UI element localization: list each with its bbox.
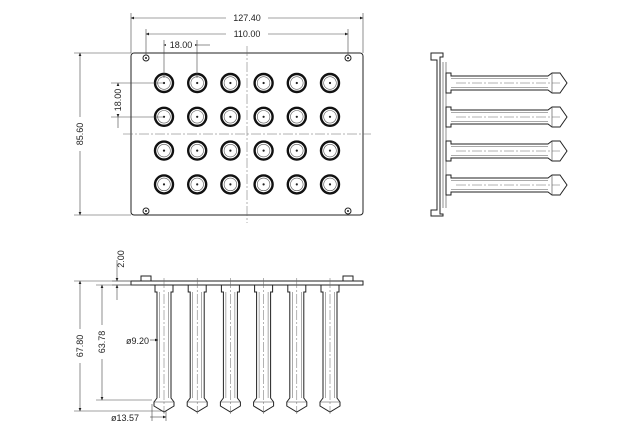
front-tube — [219, 278, 241, 414]
dim-outer-diameter: ø13.57 — [111, 404, 167, 423]
well — [220, 72, 241, 94]
plate-thickness-label: 2.00 — [116, 250, 126, 268]
well — [186, 140, 208, 161]
front-tube — [286, 278, 308, 414]
well — [253, 174, 274, 195]
front-tube — [153, 278, 175, 414]
tube-length-label: 63.78 — [97, 331, 107, 354]
overall-width-label: 127.40 — [233, 13, 261, 23]
front-tube — [186, 278, 208, 414]
outer-diameter-label: ø13.57 — [111, 413, 139, 423]
well — [220, 106, 241, 128]
side-tube — [445, 140, 568, 162]
side-tube — [445, 106, 568, 128]
dim-tube-length: 63.78 — [95, 284, 152, 401]
dim-overall-height: 85.60 — [73, 52, 131, 216]
side-plate — [430, 52, 444, 217]
front-tube — [253, 278, 275, 414]
well — [319, 72, 341, 94]
well — [186, 174, 208, 195]
dim-total-depth: 67.80 — [73, 280, 164, 412]
well — [319, 106, 341, 128]
side-tube — [445, 72, 568, 94]
well — [153, 140, 175, 161]
well-grid — [153, 72, 341, 195]
pitch-x-label: 18.00 — [170, 40, 193, 50]
front-plate — [130, 280, 364, 286]
side-tube — [445, 174, 568, 196]
dim-pitch-x: 18.00 — [163, 40, 210, 78]
well — [153, 174, 175, 195]
well — [319, 174, 341, 195]
side-view — [430, 52, 568, 217]
well — [220, 140, 241, 161]
well — [319, 140, 341, 161]
pitch-y-label: 18.00 — [113, 89, 123, 112]
corner-holes — [142, 54, 352, 215]
overall-height-label: 85.60 — [75, 123, 85, 146]
well — [286, 140, 307, 161]
well — [286, 72, 307, 94]
front-tube — [319, 278, 341, 414]
inner-diameter-label: ø9.20 — [126, 336, 149, 346]
well — [186, 106, 208, 128]
hole-span-label: 110.00 — [234, 29, 261, 39]
well — [253, 72, 274, 94]
dim-pitch-y: 18.00 — [111, 82, 164, 128]
dim-plate-thickness: 2.00 — [112, 250, 131, 300]
well — [253, 140, 274, 161]
dim-hole-span: 110.00 — [145, 28, 349, 55]
total-depth-label: 67.80 — [75, 335, 85, 358]
well — [253, 106, 274, 128]
front-tubes — [153, 278, 341, 414]
well — [286, 106, 307, 128]
front-view: 2.00 67.80 63.78 ø9.20 ø13.57 — [73, 250, 364, 423]
side-tubes — [445, 72, 568, 196]
dim-inner-diameter: ø9.20 — [126, 336, 159, 346]
well — [220, 174, 241, 195]
top-view: 127.40 110.00 18.00 18.00 — [73, 12, 371, 223]
dim-overall-width: 127.40 — [130, 12, 364, 53]
well — [286, 174, 307, 195]
